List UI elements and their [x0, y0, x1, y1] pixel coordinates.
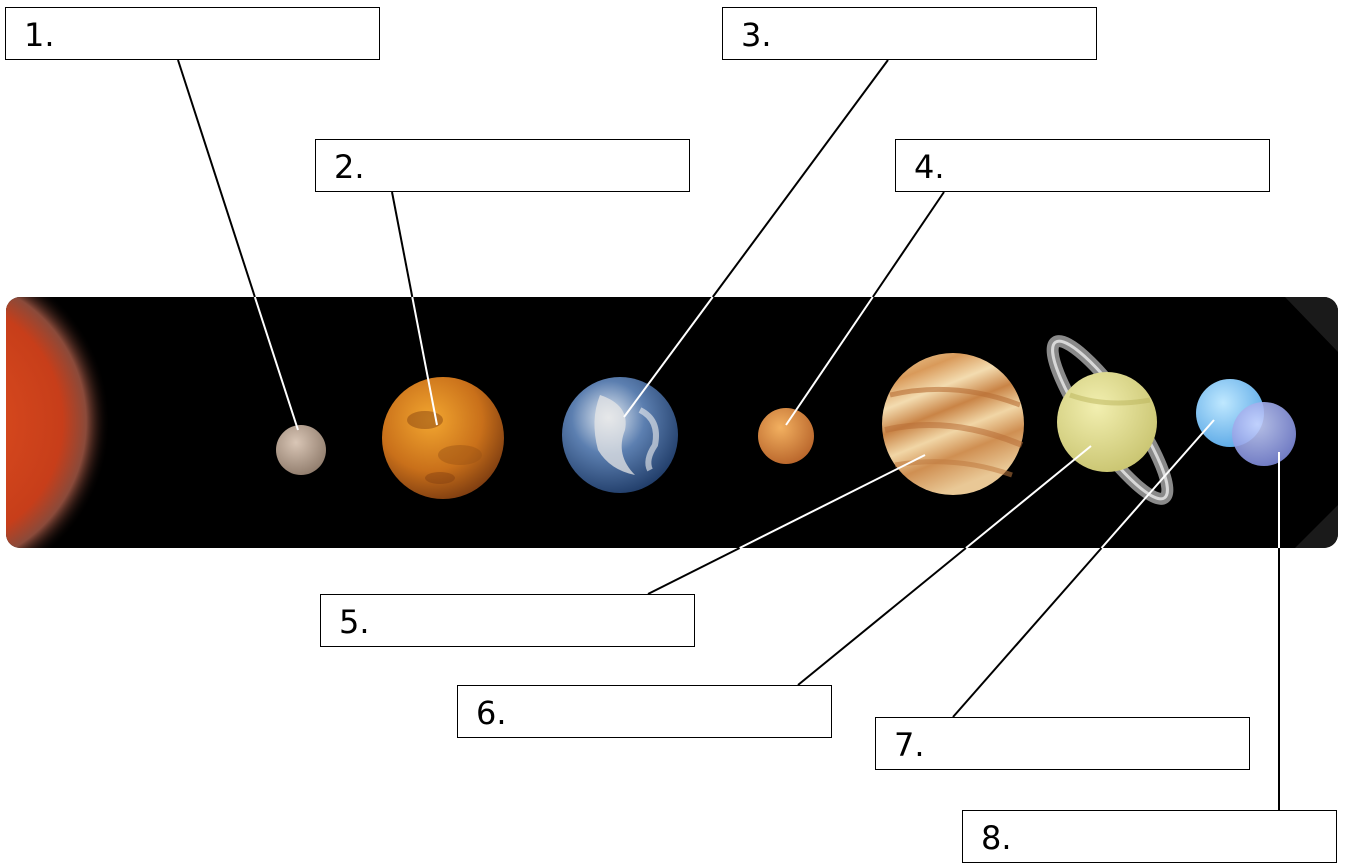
label-4-text: 4.: [914, 148, 945, 186]
label-box-4[interactable]: 4.: [895, 139, 1270, 192]
leader-line-3: [713, 60, 888, 297]
mars: [758, 408, 814, 464]
leader-line-4: [873, 192, 944, 297]
label-box-5[interactable]: 5.: [320, 594, 695, 647]
venus: [382, 377, 504, 499]
label-1-text: 1.: [24, 16, 55, 54]
label-box-6[interactable]: 6.: [457, 685, 832, 738]
earth: [562, 377, 678, 493]
label-8-text: 8.: [981, 819, 1012, 857]
leader-line-1: [178, 60, 255, 297]
label-5-text: 5.: [339, 603, 370, 641]
label-box-3[interactable]: 3.: [722, 7, 1097, 60]
label-3-text: 3.: [741, 16, 772, 54]
label-box-1[interactable]: 1.: [5, 7, 380, 60]
leader-line-7: [953, 548, 1102, 717]
label-7-text: 7.: [894, 726, 925, 764]
jupiter: [882, 353, 1024, 495]
mercury: [276, 425, 326, 475]
space-band: [0, 252, 1338, 592]
neptune: [1232, 402, 1296, 466]
label-box-2[interactable]: 2.: [315, 139, 690, 192]
label-2-text: 2.: [334, 148, 365, 186]
leader-line-5: [648, 548, 740, 594]
leader-line-6: [798, 548, 966, 685]
label-box-8[interactable]: 8.: [962, 810, 1337, 863]
leader-line-2: [392, 192, 412, 297]
label-box-7[interactable]: 7.: [875, 717, 1250, 770]
label-6-text: 6.: [476, 694, 507, 732]
